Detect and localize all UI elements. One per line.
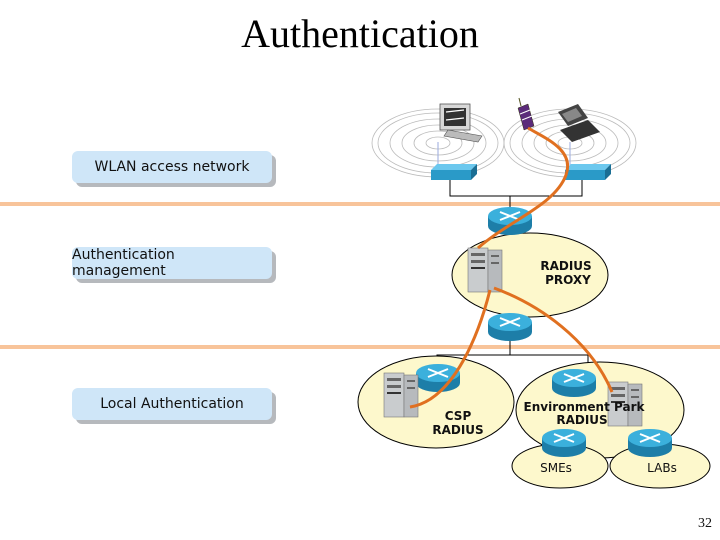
csp-radius-label: RADIUS — [432, 423, 483, 437]
environment-park-radius-label: RADIUS — [556, 413, 607, 427]
router-icon — [541, 428, 587, 458]
access-point-left-icon — [431, 164, 477, 180]
pda-icon — [517, 97, 535, 131]
environment-park-radius-label: Environment Park — [524, 400, 646, 414]
laptop-icon — [558, 104, 600, 142]
authentication-path — [409, 126, 614, 409]
access-point-right-icon — [565, 164, 611, 180]
layer-wlan-access-network: WLAN access network — [72, 151, 272, 183]
router-icon — [627, 428, 673, 458]
layer-separator — [0, 202, 720, 206]
smes-label: SMEs — [540, 461, 572, 475]
router-icon — [487, 206, 533, 236]
slide-title: Authentication — [241, 11, 479, 56]
layer-local-authentication: Local Authentication — [72, 388, 272, 420]
radius-proxy-label: PROXY — [545, 273, 591, 287]
router-icon — [487, 312, 533, 342]
layer-separator — [0, 345, 720, 349]
radius-proxy-label: RADIUS — [540, 259, 591, 273]
router-icon — [551, 368, 597, 398]
desktop-computer-icon — [439, 103, 483, 143]
labs-label: LABs — [647, 461, 677, 475]
page-number: 32 — [698, 516, 712, 531]
radius-proxy-server-icon — [467, 247, 503, 293]
layer-authentication-management: Authentication management — [72, 247, 272, 279]
csp-radius-label: CSP — [445, 409, 472, 423]
csp-radius-server-icon — [383, 372, 419, 418]
